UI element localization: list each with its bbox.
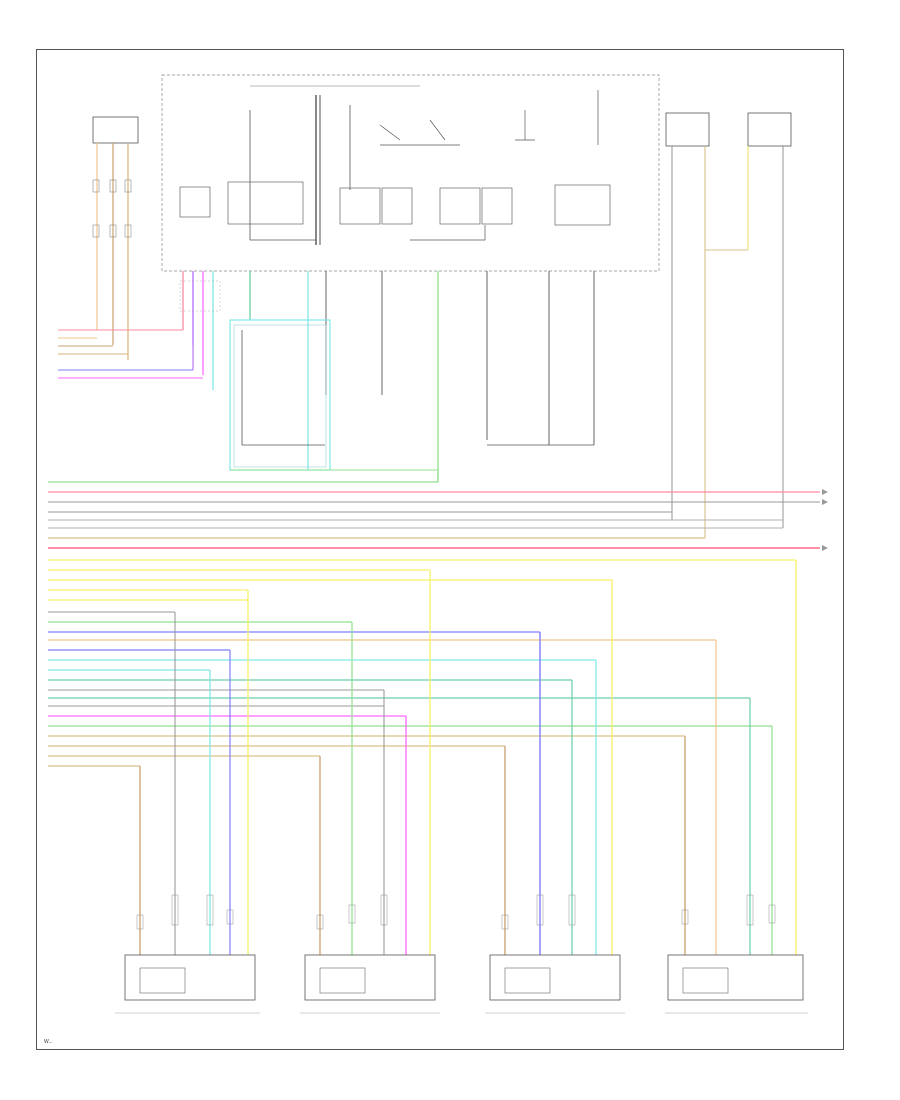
right-edge-arrows [822,489,828,551]
actuator-2 [300,954,440,1014]
top-left-sensor [92,116,139,360]
left-connector-block [58,329,203,379]
actuator-connector-ticks [136,894,776,930]
hvac-control-module [161,74,660,272]
harness-bus [48,481,820,767]
diagram-frame [36,49,844,1050]
actuator-4 [665,954,808,1014]
actuator-3 [485,954,625,1014]
cyan-sensor-loop [229,319,439,482]
actuator-drops [139,560,797,955]
actuator-1 [115,954,260,1014]
top-right-modules [665,112,792,538]
footer-code: W... [44,1039,53,1045]
